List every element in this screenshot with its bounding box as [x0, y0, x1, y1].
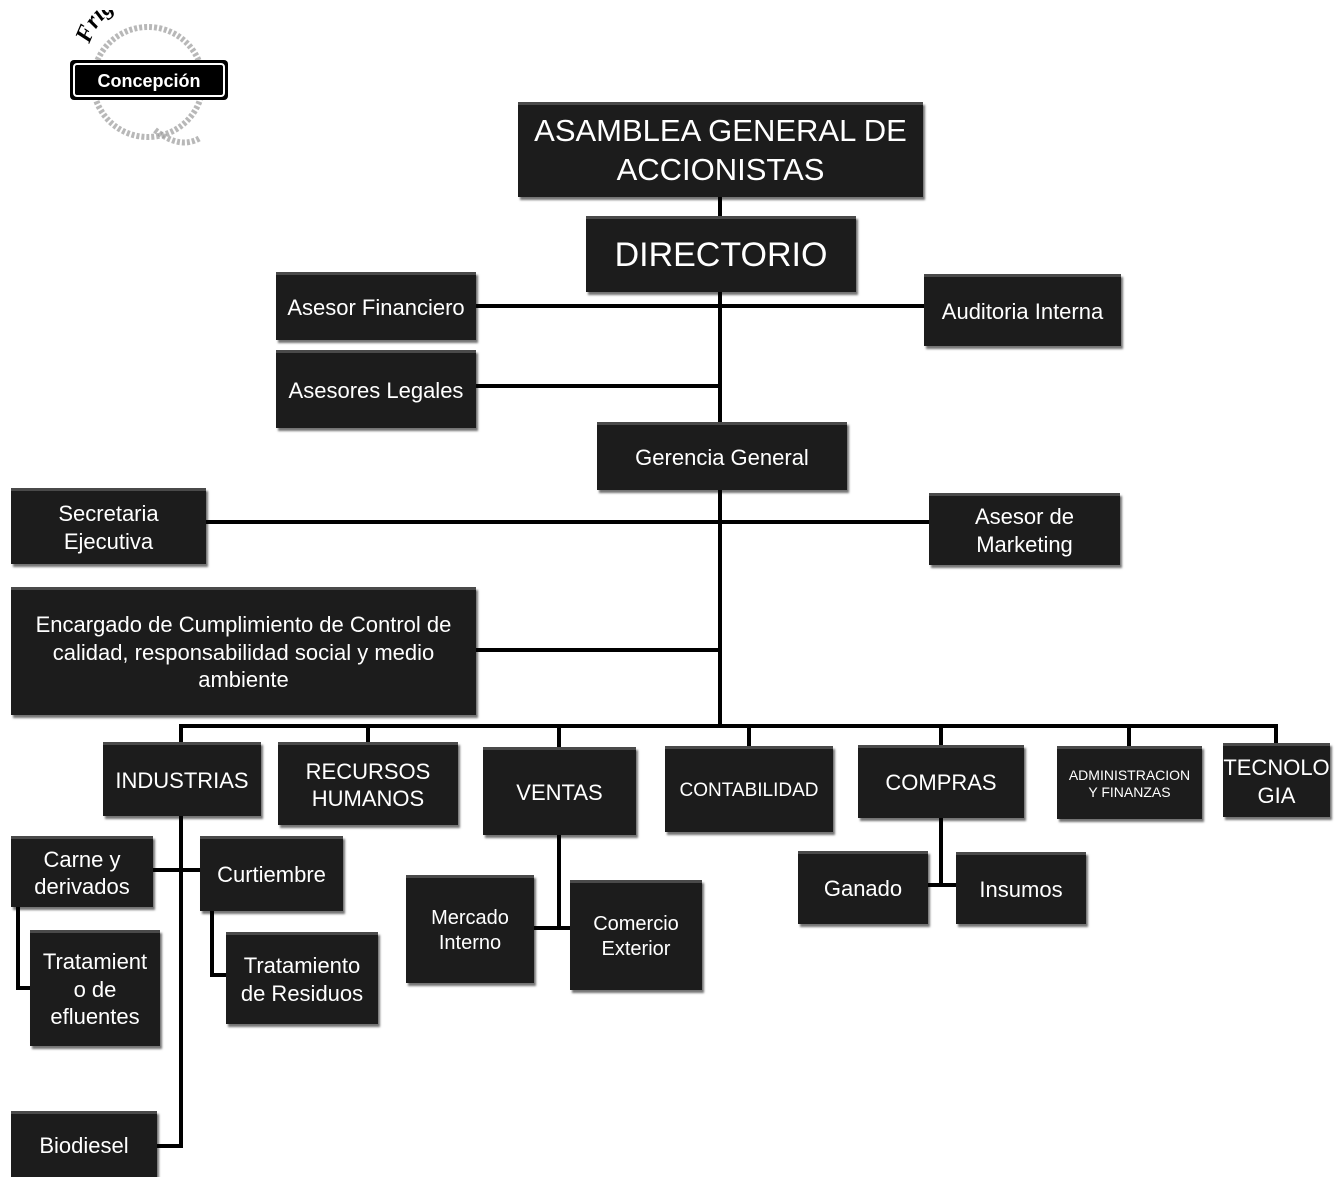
org-node-biodiesel: Biodiesel — [11, 1111, 157, 1177]
org-node-ventas: VENTAS — [483, 747, 636, 835]
org-node-mercado-interno: Mercado Interno — [406, 875, 534, 983]
org-node-asesor-financiero: Asesor Financiero — [276, 272, 476, 340]
org-node-tecnologia: TECNOLO GIA — [1223, 743, 1330, 817]
org-node-ganado: Ganado — [798, 851, 928, 924]
org-node-auditoria-interna: Auditoria Interna — [924, 274, 1121, 346]
logo-graphic: Frigorífico Concepción — [70, 0, 228, 146]
org-node-industrias: INDUSTRIAS — [103, 742, 261, 816]
org-node-encargado-cumplimiento: Encargado de Cumplimiento de Control de … — [11, 587, 476, 715]
org-node-compras: COMPRAS — [858, 745, 1024, 818]
org-node-recursos-humanos: RECURSOS HUMANOS — [278, 742, 458, 825]
org-node-asesor-marketing: Asesor de Marketing — [929, 493, 1120, 565]
org-node-secretaria-ejecutiva: Secretaria Ejecutiva — [11, 488, 206, 564]
org-node-gerencia-general: Gerencia General — [597, 422, 847, 490]
org-node-curtiembre: Curtiembre — [200, 836, 343, 911]
org-node-asesores-legales: Asesores Legales — [276, 350, 476, 428]
company-logo: Frigorífico Concepción — [60, 0, 235, 160]
org-node-tratamiento-efluentes: Tratamient o de efluentes — [30, 930, 160, 1046]
org-node-asamblea: ASAMBLEA GENERAL DE ACCIONISTAS — [518, 102, 923, 197]
org-node-tratamiento-residuos: Tratamiento de Residuos — [226, 932, 378, 1024]
org-node-carne-derivados: Carne y derivados — [11, 836, 153, 907]
org-node-directorio: DIRECTORIO — [586, 216, 856, 292]
org-node-comercio-exterior: Comercio Exterior — [570, 880, 702, 990]
org-node-insumos: Insumos — [956, 852, 1086, 924]
org-node-contabilidad: CONTABILIDAD — [665, 746, 833, 832]
org-node-administracion-finanzas: ADMINISTRACION Y FINANZAS — [1057, 746, 1202, 819]
svg-text:Concepción: Concepción — [97, 71, 200, 91]
